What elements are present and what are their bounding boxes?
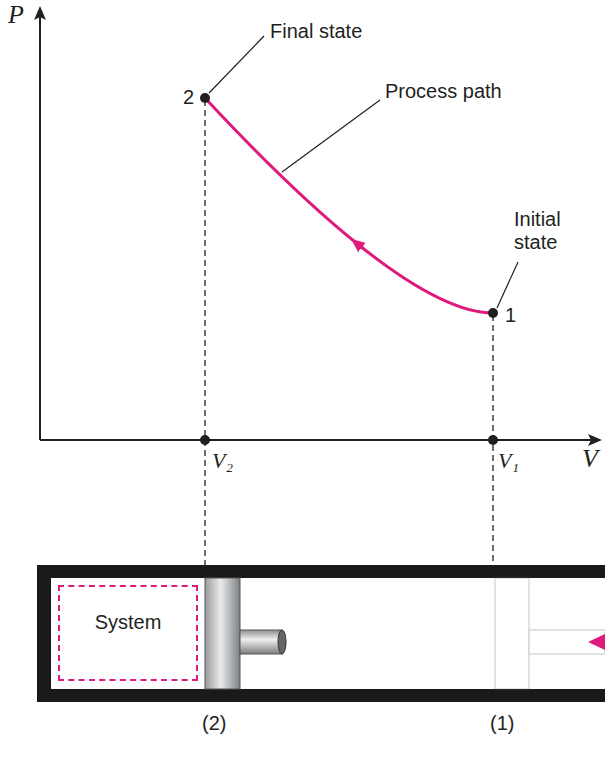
leader-line [497, 262, 518, 308]
rod-end [278, 630, 286, 654]
state-point [200, 93, 210, 103]
diagram-label: P [8, 0, 24, 30]
diagram-label: Initial state [514, 208, 594, 254]
diagram-label: V₁ [498, 448, 519, 473]
cylinder-wall [37, 689, 605, 702]
initial-piston [495, 578, 605, 689]
system-boundary: System [58, 585, 198, 681]
axis-point [200, 435, 210, 445]
system-label: System [95, 611, 162, 656]
push-arrow [588, 634, 605, 650]
piston [205, 578, 240, 689]
cylinder-wall [37, 565, 51, 702]
piston-rod [240, 630, 282, 654]
state-point [488, 308, 498, 318]
leader-line [209, 36, 264, 93]
axis-point [488, 435, 498, 445]
diagram-label: V [582, 444, 598, 474]
v-axis [40, 439, 600, 441]
diagram-label: Final state [270, 20, 362, 43]
p-axis [39, 8, 41, 440]
process-path [357, 244, 493, 313]
process-path [205, 98, 357, 244]
diagram-label: Process path [385, 80, 502, 103]
leader-line [282, 100, 380, 172]
diagram-label: (2) [202, 712, 226, 735]
diagram-label: V₂ [212, 448, 233, 473]
diagram-label: 2 [183, 86, 194, 109]
cylinder-wall [37, 565, 605, 578]
projection-line [204, 100, 205, 565]
diagram-label: 1 [505, 304, 516, 327]
diagram-label: (1) [490, 712, 514, 735]
